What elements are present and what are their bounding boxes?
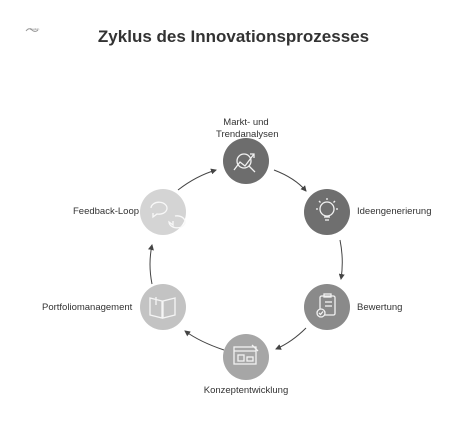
label-feedback-loop: Feedback-Loop xyxy=(73,206,140,217)
label-markt-trendanalysen: Markt- und Trendanalysen xyxy=(216,117,279,141)
arrow-markt-to-ideen xyxy=(273,169,307,192)
node-portfoliomanagement xyxy=(140,284,186,330)
node-bewertung xyxy=(304,284,350,330)
node-ideengenerierung xyxy=(304,189,350,235)
label-ideengenerierung: Ideengenerierung xyxy=(357,206,432,217)
node-feedback-loop xyxy=(140,189,186,235)
napkin-logo xyxy=(25,28,39,32)
label-portfoliomanagement: Portfoliomanagement xyxy=(42,302,133,313)
label-bewertung: Bewertung xyxy=(357,302,403,313)
arrow-portfolio-to-feedback xyxy=(148,244,154,285)
clipboard-check-icon xyxy=(316,293,336,318)
open-book-icon xyxy=(149,297,176,319)
chart-magnifier-icon xyxy=(233,153,256,173)
label-konzeptentwicklung: Konzeptentwicklung xyxy=(203,385,289,396)
label-markt-line1: Markt- und xyxy=(223,117,269,128)
chat-bubbles-icon xyxy=(150,201,186,229)
node-konzeptentwicklung xyxy=(223,334,269,380)
arrow-feedback-to-markt xyxy=(177,168,217,191)
node-markt-trendanalysen xyxy=(223,138,269,184)
blueprint-icon xyxy=(233,344,259,365)
logo-text: Napkin xyxy=(30,27,40,31)
lightbulb-gear-icon xyxy=(316,198,338,221)
label-markt-line2: Trendanalysen xyxy=(216,129,279,140)
arrow-bewertung-to-konzept xyxy=(275,327,307,350)
page-title: Zyklus des Innovationsprozesses xyxy=(97,27,370,46)
arrow-ideen-to-bewertung xyxy=(338,239,345,280)
arrow-konzept-to-portfolio xyxy=(184,330,225,351)
